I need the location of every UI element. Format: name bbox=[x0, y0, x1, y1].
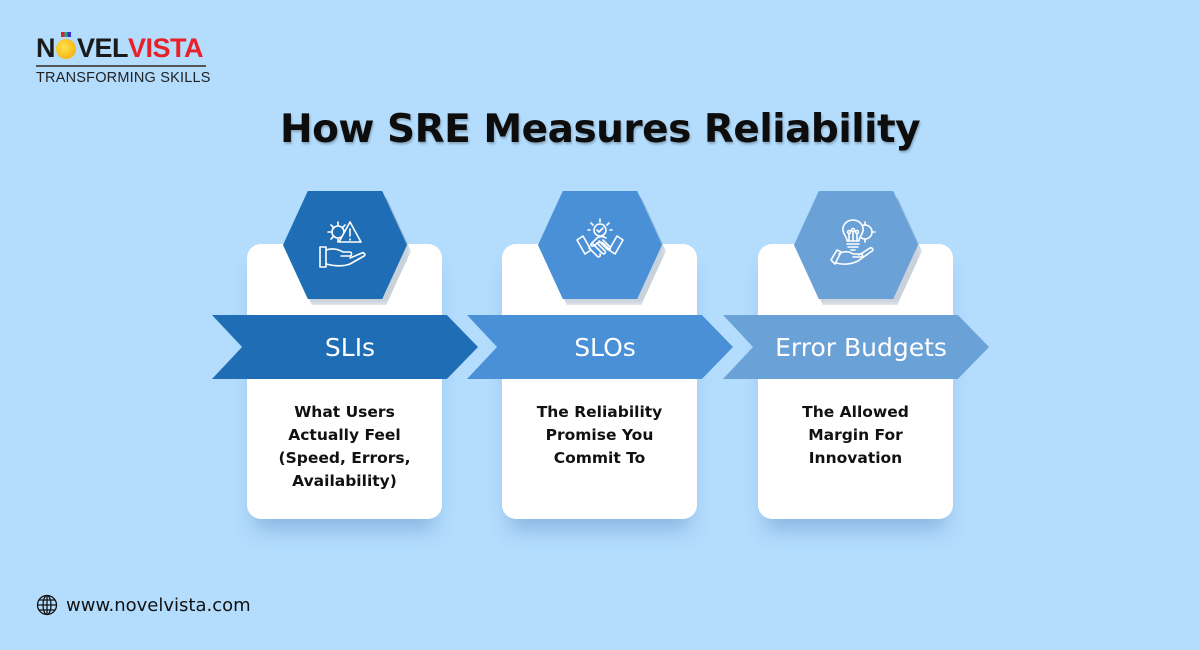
step-label: SLIs bbox=[324, 332, 376, 362]
hex-badge-slos bbox=[538, 191, 662, 299]
step-description: The Allowed Margin For Innovation bbox=[802, 403, 909, 467]
footer-website: www.novelvista.com bbox=[36, 594, 251, 616]
logo-text-vista: VISTA bbox=[128, 33, 204, 63]
step-label: SLOs bbox=[574, 332, 636, 362]
step-description: What Users Actually Feel (Speed, Errors,… bbox=[278, 403, 411, 490]
logo-divider bbox=[36, 65, 206, 67]
step-ribbon-slis: SLIs bbox=[212, 315, 478, 379]
hand-lightbulb-gear-icon bbox=[830, 219, 876, 265]
step-description: The Reliability Promise You Commit To bbox=[536, 403, 663, 467]
step-card-slos: The Reliability Promise You Commit To bbox=[502, 244, 697, 519]
handshake-check-icon bbox=[576, 218, 624, 258]
hex-badge-error-budgets bbox=[794, 191, 918, 299]
step-label: Error Budgets bbox=[775, 332, 947, 362]
step-ribbon-error-budgets: Error Budgets bbox=[723, 315, 989, 379]
logo-letter-n: N bbox=[36, 33, 56, 63]
page-title: How SRE Measures Reliability bbox=[279, 107, 921, 152]
hand-gear-warning-icon bbox=[319, 221, 366, 268]
logo-tagline: TRANSFORMING SKILLS bbox=[36, 70, 211, 86]
logo-text-vel: VEL bbox=[77, 33, 129, 63]
step-ribbon-slos: SLOs bbox=[467, 315, 733, 379]
logo-medal-icon bbox=[56, 32, 76, 59]
logo-wordmark: N VEL VISTA bbox=[36, 32, 211, 63]
website-link[interactable]: www.novelvista.com bbox=[66, 594, 251, 616]
hex-badge-slis bbox=[283, 191, 407, 299]
globe-icon bbox=[36, 594, 58, 616]
brand-logo: N VEL VISTA TRANSFORMING SKILLS bbox=[36, 32, 211, 86]
